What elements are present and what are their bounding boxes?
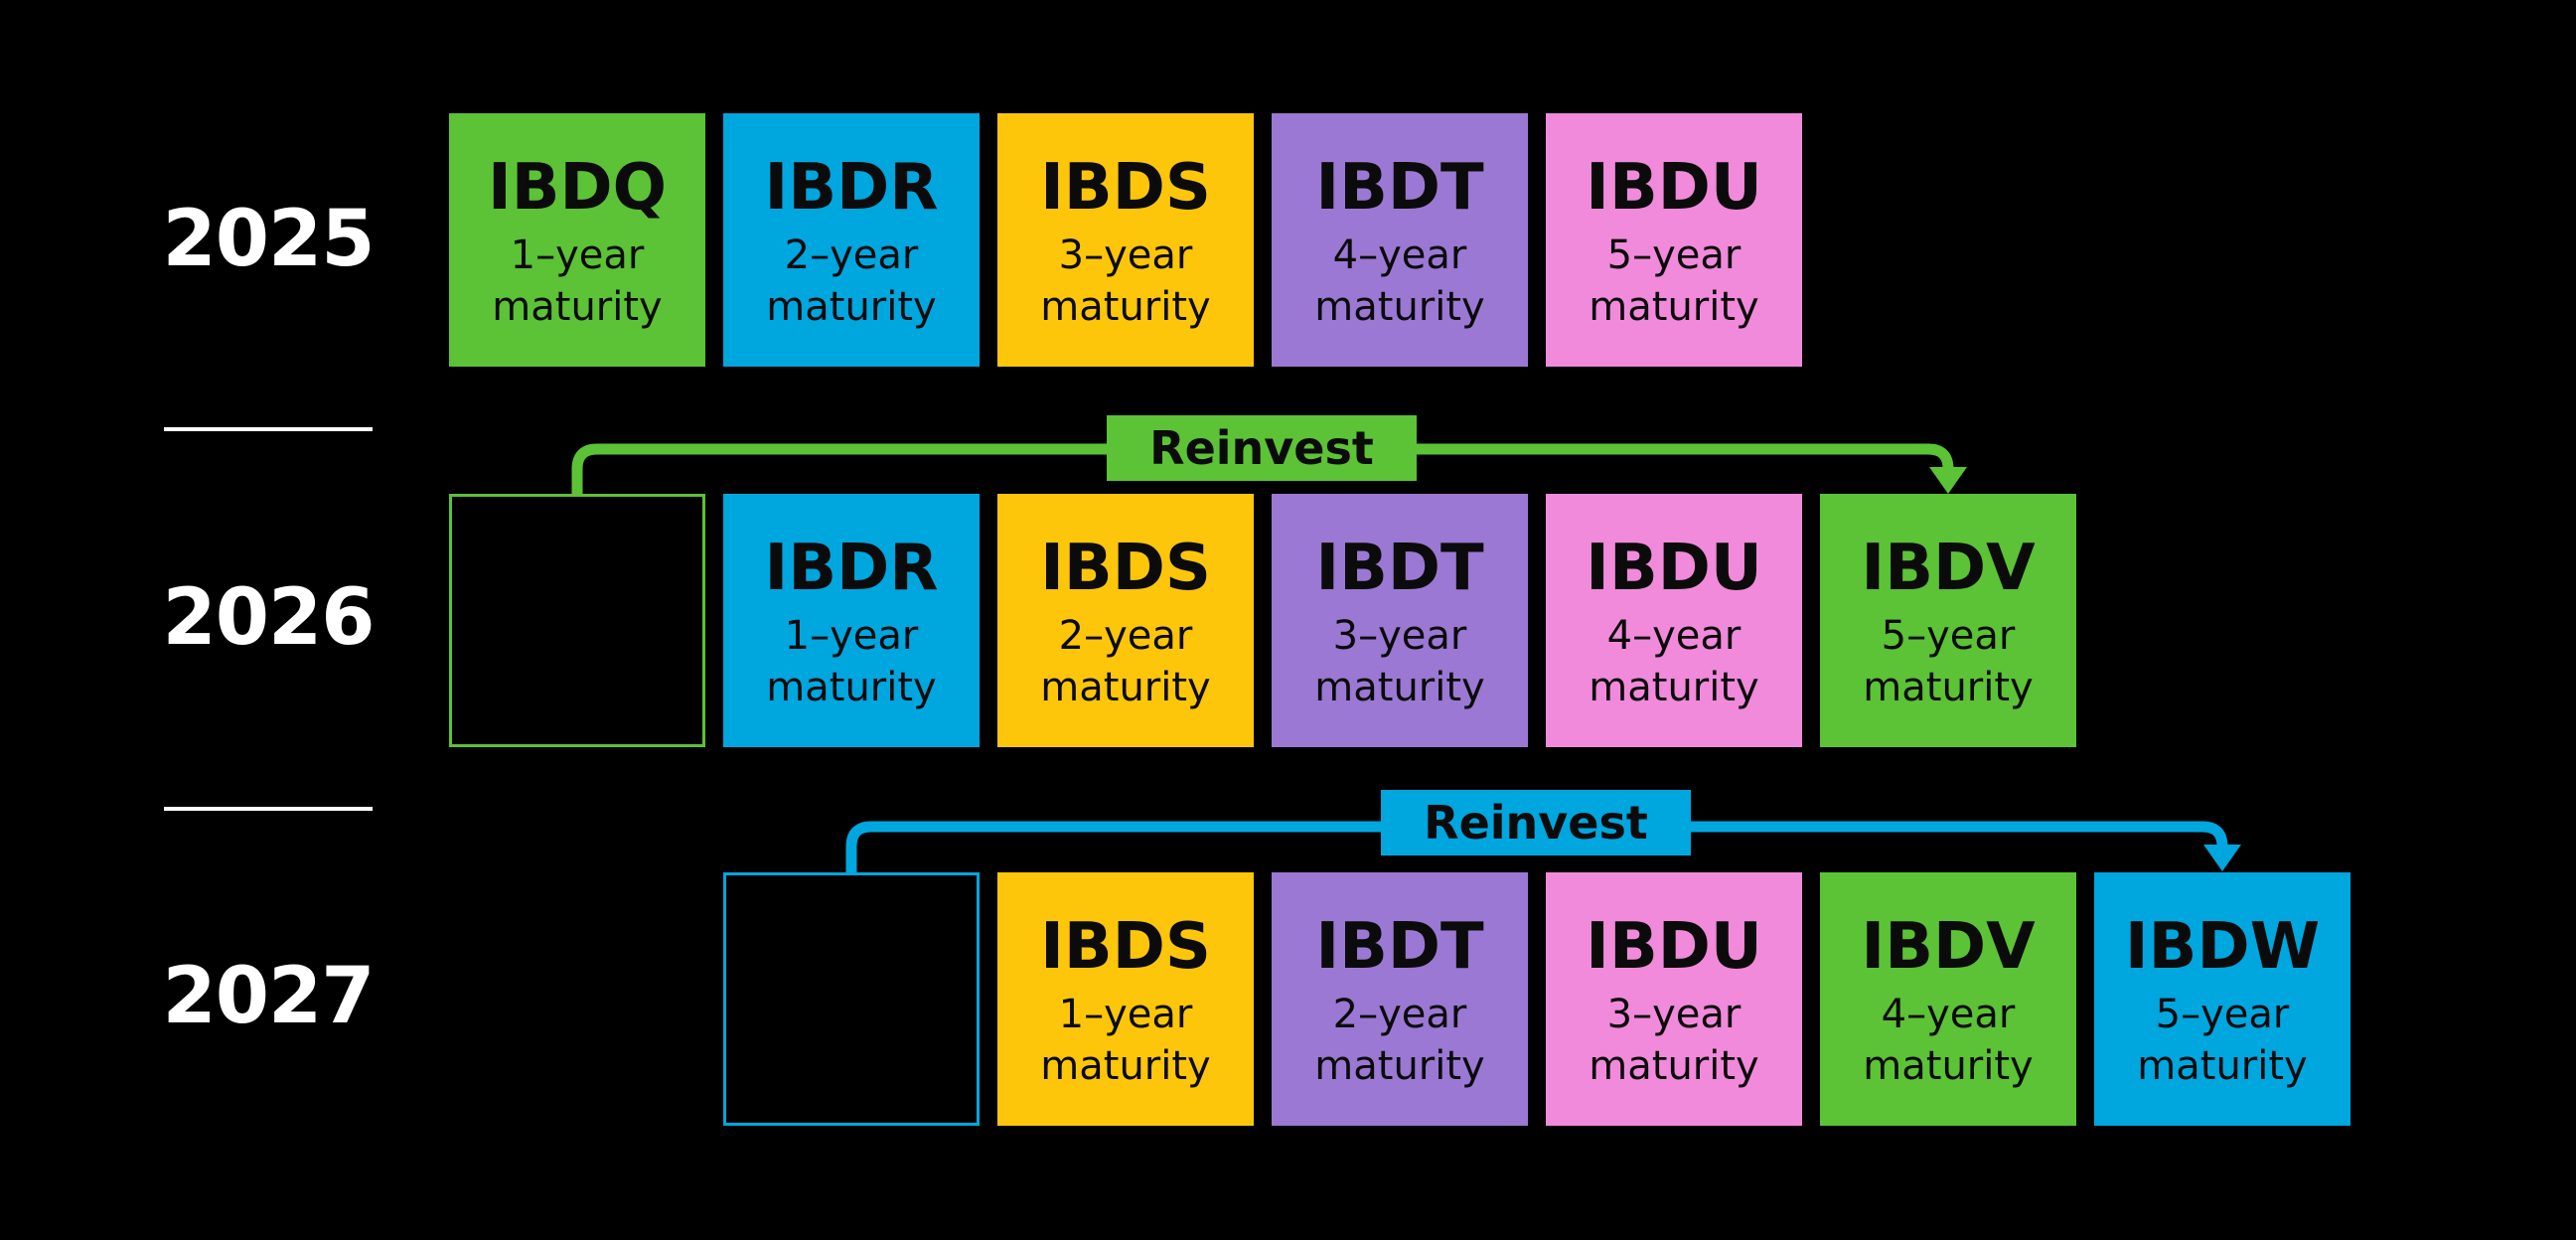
etf-box-ibds-2027: IBDS 1–year maturity xyxy=(997,872,1254,1126)
maturity-line: 4–year xyxy=(1606,612,1742,659)
etf-ticker: IBDU xyxy=(1586,150,1762,225)
maturity-line: maturity xyxy=(766,664,937,710)
etf-box-ibdq-2025: IBDQ 1–year maturity xyxy=(449,113,705,367)
maturity-line: 3–year xyxy=(1606,991,1742,1037)
etf-box-ibdu-2025: IBDU 5–year maturity xyxy=(1546,113,1802,367)
etf-ticker: IBDU xyxy=(1586,909,1762,984)
etf-ticker: IBDR xyxy=(764,150,939,225)
etf-ticker: IBDT xyxy=(1315,150,1484,225)
maturity-line: 3–year xyxy=(1332,612,1467,659)
maturity-line: 5–year xyxy=(1881,612,2016,659)
reinvest-banner-blue: Reinvest xyxy=(1381,790,1691,855)
etf-box-ibdt-2026: IBDT 3–year maturity xyxy=(1272,494,1528,747)
etf-box-ibdr-2026: IBDR 1–year maturity xyxy=(723,494,980,747)
maturity-line: maturity xyxy=(766,283,937,330)
maturity-line: 4–year xyxy=(1332,232,1467,278)
maturity-line: 1–year xyxy=(510,232,645,278)
etf-ticker: IBDU xyxy=(1586,531,1762,605)
maturity-line: 5–year xyxy=(1606,232,1742,278)
maturity-line: maturity xyxy=(2137,1042,2308,1089)
reinvest-banner-green: Reinvest xyxy=(1107,415,1417,481)
etf-ticker: IBDQ xyxy=(487,150,668,225)
maturity-line: maturity xyxy=(1589,283,1759,330)
maturity-line: maturity xyxy=(1314,1042,1485,1089)
etf-ticker: IBDT xyxy=(1315,909,1484,984)
etf-box-ibdt-2025: IBDT 4–year maturity xyxy=(1272,113,1528,367)
etf-ticker: IBDS xyxy=(1040,531,1211,605)
maturity-line: 1–year xyxy=(784,612,919,659)
etf-box-ibdu-2027: IBDU 3–year maturity xyxy=(1546,872,1802,1126)
maturity-line: maturity xyxy=(1040,664,1211,710)
maturity-line: 1–year xyxy=(1058,991,1193,1037)
maturity-line: maturity xyxy=(492,283,663,330)
etf-ticker: IBDS xyxy=(1040,909,1211,984)
maturity-line: maturity xyxy=(1040,283,1211,330)
etf-box-ibdu-2026: IBDU 4–year maturity xyxy=(1546,494,1802,747)
maturity-line: maturity xyxy=(1040,1042,1211,1089)
maturity-line: 2–year xyxy=(1332,991,1467,1037)
etf-box-ibds-2025: IBDS 3–year maturity xyxy=(997,113,1254,367)
year-label-2027: 2027 xyxy=(162,952,375,1041)
maturity-line: 3–year xyxy=(1058,232,1193,278)
arrowhead-green-icon xyxy=(1929,467,1967,494)
maturity-line: maturity xyxy=(1314,664,1485,710)
year-divider xyxy=(164,807,373,811)
year-label-2025: 2025 xyxy=(162,195,375,284)
maturity-line: 2–year xyxy=(1058,612,1193,659)
maturity-line: 2–year xyxy=(784,232,919,278)
etf-ticker: IBDR xyxy=(764,531,939,605)
maturity-line: maturity xyxy=(1314,283,1485,330)
year-label-2026: 2026 xyxy=(162,573,375,663)
year-divider xyxy=(164,427,373,431)
etf-box-ibdv-2026: IBDV 5–year maturity xyxy=(1820,494,2076,747)
etf-box-ibdt-2027: IBDT 2–year maturity xyxy=(1272,872,1528,1126)
maturity-line: 4–year xyxy=(1881,991,2016,1037)
matured-placeholder-2027 xyxy=(723,872,980,1126)
etf-ticker: IBDW xyxy=(2124,909,2321,984)
maturity-line: maturity xyxy=(1863,664,2034,710)
arrowhead-blue-icon xyxy=(2203,845,2241,871)
maturity-line: maturity xyxy=(1589,1042,1759,1089)
etf-box-ibds-2026: IBDS 2–year maturity xyxy=(997,494,1254,747)
etf-ticker: IBDT xyxy=(1315,531,1484,605)
maturity-line: maturity xyxy=(1589,664,1759,710)
maturity-line: 5–year xyxy=(2155,991,2290,1037)
matured-placeholder-2026 xyxy=(449,494,705,747)
etf-box-ibdr-2025: IBDR 2–year maturity xyxy=(723,113,980,367)
etf-ticker: IBDV xyxy=(1861,909,2036,984)
maturity-line: maturity xyxy=(1863,1042,2034,1089)
etf-box-ibdw-2027: IBDW 5–year maturity xyxy=(2094,872,2350,1126)
etf-ticker: IBDS xyxy=(1040,150,1211,225)
etf-ticker: IBDV xyxy=(1861,531,2036,605)
etf-box-ibdv-2027: IBDV 4–year maturity xyxy=(1820,872,2076,1126)
